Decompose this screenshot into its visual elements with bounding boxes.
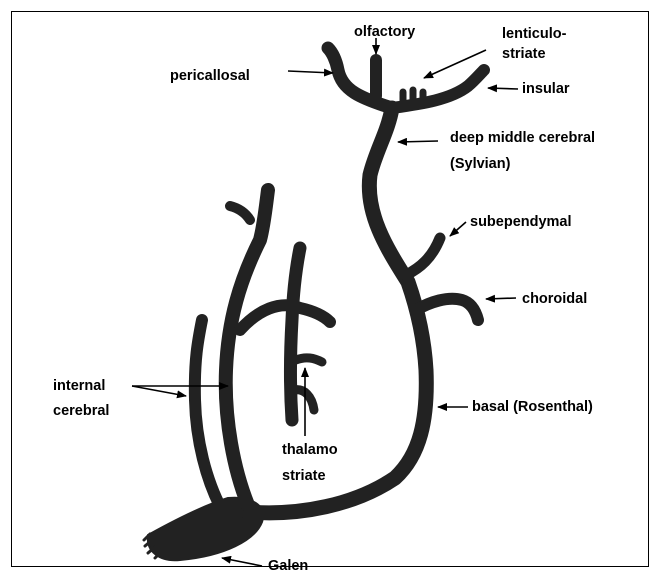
internal-cerebral-left-limb (195, 320, 222, 510)
internal-cerebral-top-branch (230, 206, 250, 220)
olfactory-label: olfactory (354, 22, 415, 42)
insular-arrow (488, 88, 518, 89)
internal-cerebral-label-line1: internal (53, 376, 105, 396)
choroidal-label: choroidal (522, 289, 587, 309)
thalamostriate-label-line2: striate (282, 466, 326, 486)
deep-middle-cerebral-label-line2: (Sylvian) (450, 154, 510, 174)
subependymal-arrow (450, 222, 466, 236)
subependymal-label: subependymal (470, 212, 572, 232)
pericallosal-branch (328, 48, 392, 108)
subependymal-branch (406, 238, 440, 275)
internal-cerebral-label-line2: cerebral (53, 401, 109, 421)
choroidal-arrow (486, 298, 516, 299)
galen-label: Galen (268, 556, 308, 576)
lenticulostriate-stubs (403, 90, 423, 104)
pericallosal-label: pericallosal (170, 66, 250, 86)
lenticulostriate-label-line1: lenticulo- (502, 24, 566, 44)
internal-cerebral-vein (226, 190, 268, 505)
galen-arrow (222, 558, 262, 566)
internal-cerebral-arrow-1 (132, 386, 186, 396)
pericallosal-arrow (288, 71, 333, 73)
deep-middle-cerebral-label-line1: deep middle cerebral (450, 128, 595, 148)
thalamostriate-branch-1 (296, 358, 322, 362)
septal-branch (240, 305, 330, 330)
thalamostriate-label-line1: thalamo (282, 440, 338, 460)
insular-label: insular (522, 79, 570, 99)
deep-middle-cerebral-arrow (398, 141, 438, 142)
lenticulostriate-label-line2: striate (502, 44, 546, 64)
basal-rosenthal-label: basal (Rosenthal) (472, 397, 593, 417)
